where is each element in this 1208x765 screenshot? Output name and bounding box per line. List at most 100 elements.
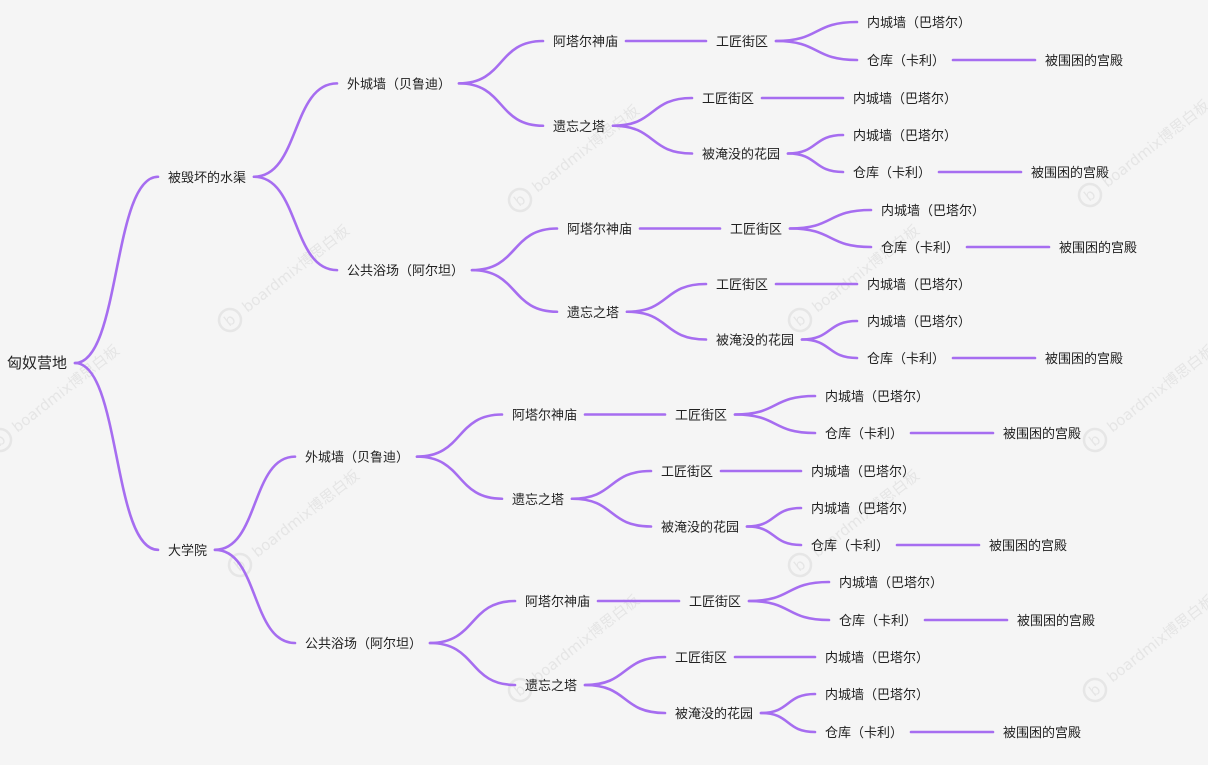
branch-connector [733, 394, 817, 416]
branch-connector [800, 338, 859, 360]
subsite-node[interactable]: 被淹没的花园 [702, 147, 780, 163]
site-node[interactable]: 阿塔尔神庙 [567, 223, 632, 238]
site-node[interactable]: 遗忘之塔 [567, 306, 619, 321]
subsite-node[interactable]: 工匠街区 [675, 651, 727, 666]
watermark-text: boardmix博思白板 [529, 101, 643, 196]
subsite-node[interactable]: 工匠街区 [675, 409, 727, 424]
location-node[interactable]: 内城墙（巴塔尔） [839, 575, 943, 591]
branch-connector [213, 548, 297, 645]
branch-connector [611, 124, 694, 155]
branch-connector [428, 641, 517, 687]
location-node[interactable]: 内城墙（巴塔尔） [867, 277, 971, 293]
branch-connector [570, 469, 653, 501]
location-node[interactable]: 内城墙（巴塔尔） [867, 314, 971, 330]
watermark-text: boardmix博思白板 [1104, 591, 1208, 686]
branch-connector [457, 39, 545, 85]
edge-layer [73, 20, 1051, 734]
site-node[interactable]: 阿塔尔神庙 [553, 35, 618, 50]
location-node[interactable]: 仓库（卡利） [811, 538, 889, 554]
boardmix-logo-icon [0, 427, 13, 453]
branch-connector [733, 413, 817, 435]
subsite-node[interactable]: 工匠街区 [716, 278, 768, 293]
subsite-node[interactable]: 工匠街区 [689, 595, 741, 610]
branch-connector [759, 711, 817, 734]
subsite-node[interactable]: 被淹没的花园 [661, 520, 739, 536]
boardmix-logo-icon [787, 307, 813, 333]
node-layer: 匈奴营地被毁坏的水渠外城墙（贝鲁迪）阿塔尔神庙工匠街区内城墙（巴塔尔）仓库（卡利… [7, 15, 1137, 741]
branch-connector [747, 599, 831, 622]
main-branch-node[interactable]: 大学院 [168, 543, 207, 559]
location-node[interactable]: 内城墙（巴塔尔） [853, 128, 957, 144]
location-node[interactable]: 仓库（卡利） [867, 351, 945, 367]
site-node[interactable]: 遗忘之塔 [512, 493, 564, 508]
final-location-node[interactable]: 被围困的宫殿 [1031, 165, 1109, 181]
location-node[interactable]: 内城墙（巴塔尔） [853, 91, 957, 107]
site-node[interactable]: 阿塔尔神庙 [525, 595, 590, 610]
final-location-node[interactable]: 被围困的宫殿 [1017, 613, 1095, 629]
branch-connector [73, 361, 160, 552]
subsite-node[interactable]: 工匠街区 [730, 223, 782, 238]
branch-connector [415, 413, 504, 458]
location-node[interactable]: 仓库（卡利） [853, 165, 931, 181]
location-node[interactable]: 内城墙（巴塔尔） [881, 203, 985, 219]
boardmix-logo-letter: b [0, 430, 9, 450]
district-node[interactable]: 外城墙（贝鲁迪） [305, 451, 409, 466]
district-node[interactable]: 公共浴场（阿尔坦） [305, 637, 422, 652]
site-node[interactable]: 遗忘之塔 [525, 679, 577, 694]
location-node[interactable]: 仓库（卡利） [839, 613, 917, 629]
boardmix-logo-icon [1082, 677, 1108, 703]
watermark-text: boardmix博思白板 [239, 221, 353, 316]
location-node[interactable]: 内城墙（巴塔尔） [825, 389, 929, 405]
final-location-node[interactable]: 被围困的宫殿 [1045, 53, 1123, 69]
location-node[interactable]: 内城墙（巴塔尔） [811, 501, 915, 517]
branch-connector [470, 268, 559, 314]
final-location-node[interactable]: 被围困的宫殿 [989, 538, 1067, 554]
site-node[interactable]: 遗忘之塔 [553, 120, 605, 135]
branch-connector [788, 208, 873, 230]
branch-connector [470, 227, 559, 272]
branch-connector [457, 82, 545, 128]
branch-connector [625, 282, 708, 314]
location-node[interactable]: 仓库（卡利） [825, 725, 903, 741]
branch-connector [252, 175, 339, 272]
branch-connector [759, 692, 817, 715]
location-node[interactable]: 仓库（卡利） [825, 426, 903, 442]
location-node[interactable]: 内城墙（巴塔尔） [825, 687, 929, 703]
final-location-node[interactable]: 被围困的宫殿 [1003, 426, 1081, 442]
main-branch-node[interactable]: 被毁坏的水渠 [168, 170, 246, 186]
district-node[interactable]: 外城墙（贝鲁迪） [347, 77, 451, 92]
location-node[interactable]: 内城墙（巴塔尔） [825, 650, 929, 666]
final-location-node[interactable]: 被围困的宫殿 [1059, 240, 1137, 256]
boardmix-logo-icon [507, 187, 533, 213]
district-node[interactable]: 公共浴场（阿尔坦） [347, 264, 464, 279]
branch-connector [788, 227, 873, 249]
location-node[interactable]: 仓库（卡利） [881, 240, 959, 256]
root-topic[interactable]: 匈奴营地 [7, 354, 67, 372]
branch-connector [73, 175, 160, 365]
subsite-node[interactable]: 被淹没的花园 [675, 706, 753, 722]
branch-connector [252, 82, 339, 179]
branch-connector [774, 39, 859, 62]
final-location-node[interactable]: 被围困的宫殿 [1003, 725, 1081, 741]
site-node[interactable]: 阿塔尔神庙 [512, 409, 577, 424]
branch-connector [747, 580, 831, 603]
subsite-node[interactable]: 工匠街区 [716, 35, 768, 50]
boardmix-logo-icon [1077, 182, 1103, 208]
branch-connector [611, 96, 694, 128]
location-node[interactable]: 内城墙（巴塔尔） [867, 15, 971, 31]
subsite-node[interactable]: 工匠街区 [661, 465, 713, 480]
subsite-node[interactable]: 被淹没的花园 [716, 333, 794, 349]
branch-connector [786, 133, 845, 155]
branch-connector [625, 310, 708, 341]
branch-connector [583, 683, 667, 715]
location-node[interactable]: 内城墙（巴塔尔） [811, 464, 915, 480]
branch-connector [570, 497, 653, 528]
branch-connector [415, 455, 504, 501]
branch-connector [213, 455, 297, 552]
subsite-node[interactable]: 工匠街区 [702, 92, 754, 107]
location-node[interactable]: 仓库（卡利） [867, 53, 945, 69]
final-location-node[interactable]: 被围困的宫殿 [1045, 351, 1123, 367]
